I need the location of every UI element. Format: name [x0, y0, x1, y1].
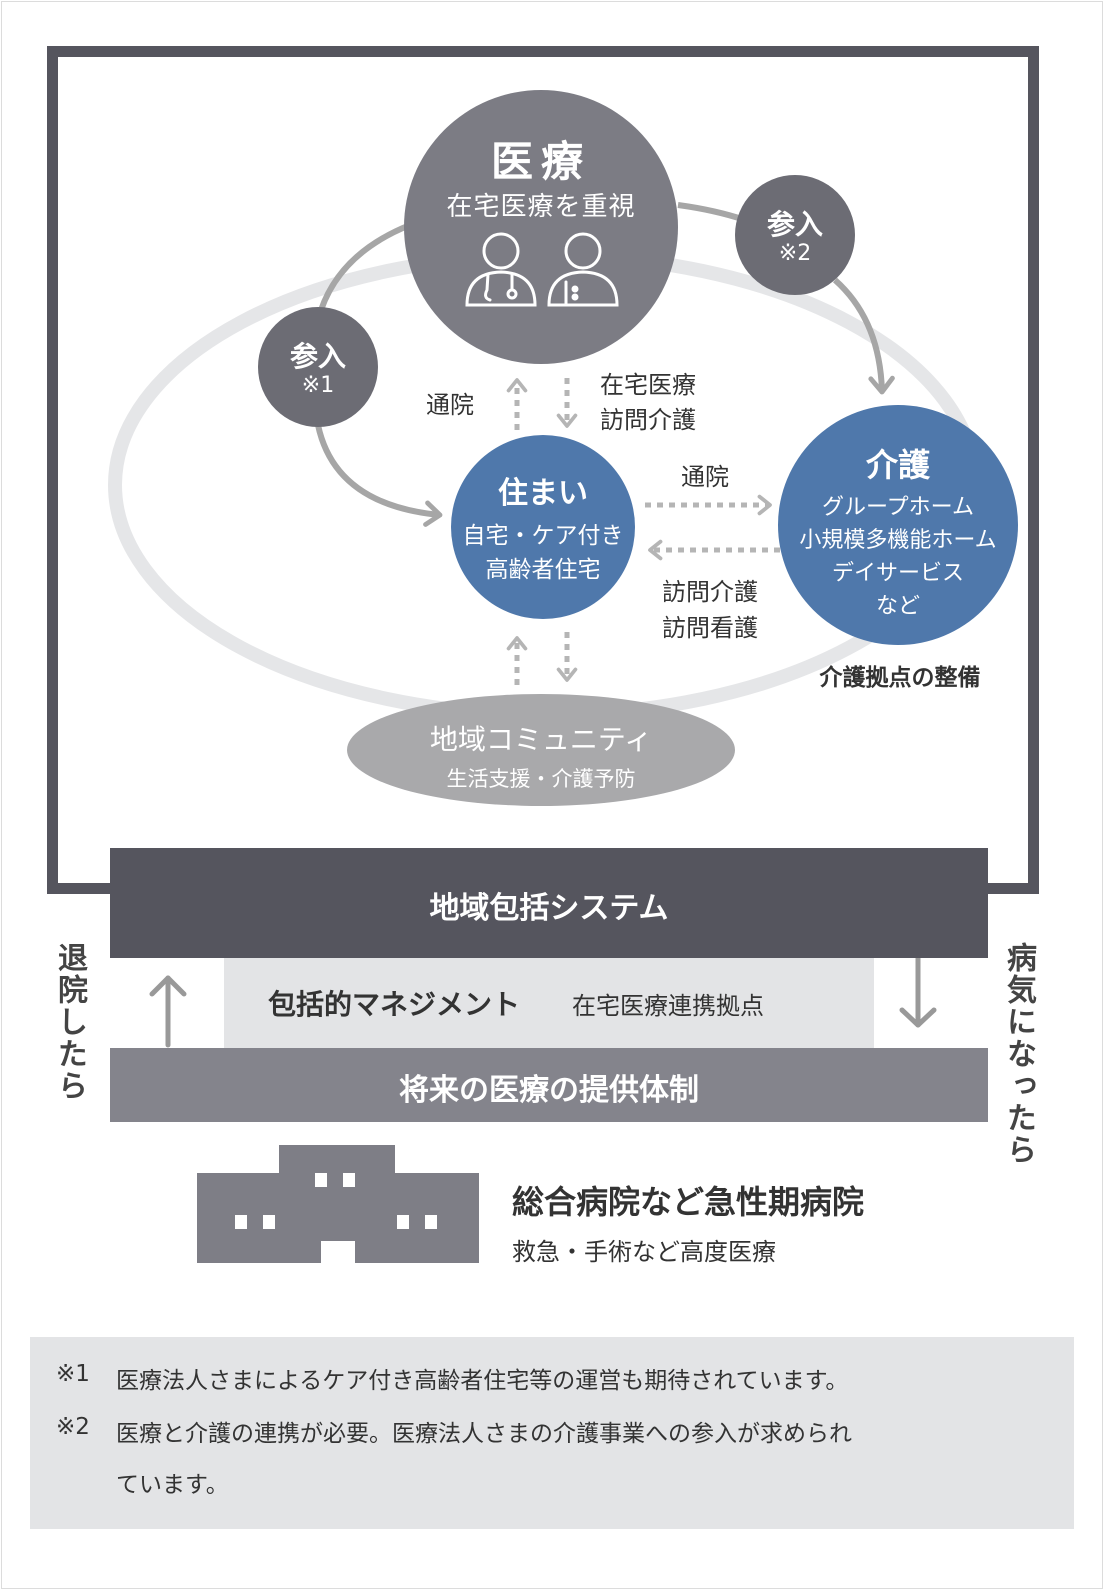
doctor-icon	[465, 232, 537, 307]
future-band	[110, 1048, 988, 1122]
arc-medical-to-join1	[315, 222, 412, 321]
note2-mark: ※2	[56, 1414, 90, 1440]
community-ellipse	[347, 694, 735, 806]
future-title: 将来の医療の提供体制	[399, 1073, 699, 1108]
housing-line2: 高齢者住宅	[485, 557, 601, 583]
note1-text: 医療法人さまによるケア付き高齢者住宅等の運営も期待されています。	[116, 1368, 849, 1394]
medical-title: 医療	[490, 137, 591, 186]
flow-label-visit-care-top: 訪問介護	[600, 406, 696, 434]
flow-label-tsuuin-right: 通院	[681, 463, 729, 491]
down-arrow-icon	[899, 955, 937, 1028]
nurse-icon	[547, 232, 619, 307]
flow-label-visit-nursing: 訪問看護	[662, 614, 758, 642]
hospital-subtitle: 救急・手術など高度医療	[512, 1238, 776, 1266]
system-band	[110, 848, 988, 958]
care-title: 介護	[865, 446, 930, 484]
housing-circle	[451, 435, 635, 619]
hospital-title: 総合病院など急性期病院	[512, 1183, 865, 1221]
management-subtitle: 在宅医療連携拠点	[572, 992, 764, 1020]
community-subtitle: 生活支援・介護予防	[446, 767, 636, 791]
arc-join2-to-care	[833, 277, 895, 395]
join1-note: ※1	[301, 373, 335, 398]
side-label-discharge: 退院したら	[52, 942, 87, 1102]
housing-title: 住まい	[498, 476, 588, 511]
care-circle	[778, 405, 1018, 645]
medical-subtitle: 在宅医療を重視	[446, 192, 636, 222]
care-base-label: 介護拠点の整備	[819, 665, 981, 691]
flow-label-tsuuin-left: 通院	[426, 391, 474, 419]
flow-label-visit-care: 訪問介護	[662, 578, 758, 606]
note1-mark: ※1	[56, 1361, 90, 1387]
housing-line1: 自宅・ケア付き	[462, 523, 624, 549]
system-title: 地域包括システム	[429, 891, 669, 926]
medical-circle	[404, 90, 678, 364]
care-line1: グループホーム	[821, 495, 975, 520]
join2-label: 参入	[766, 208, 823, 241]
flow-label-home-medical: 在宅医療	[600, 371, 696, 399]
care-line2: 小規模多機能ホーム	[799, 528, 997, 553]
hospital-icon	[197, 1145, 479, 1263]
notes-box	[30, 1337, 1074, 1529]
care-line3: デイサービス	[831, 561, 964, 586]
arc-join1-to-housing	[315, 424, 443, 527]
management-band	[224, 958, 874, 1048]
management-title: 包括的マネジメント	[268, 988, 521, 1021]
note2-continuation: ています。	[116, 1472, 229, 1498]
note2-text: 医療と介護の連携が必要。医療法人さまの介護事業への参入が求められ	[116, 1421, 852, 1447]
community-title: 地域コミュニティ	[429, 723, 653, 756]
join1-label: 参入	[289, 340, 346, 373]
join1-circle	[258, 307, 378, 427]
side-label-sick: 病気になったら	[1001, 942, 1036, 1166]
care-line4: など	[875, 594, 920, 619]
up-arrow-icon	[149, 975, 187, 1048]
join2-circle	[735, 175, 855, 295]
join2-note: ※2	[778, 241, 812, 266]
